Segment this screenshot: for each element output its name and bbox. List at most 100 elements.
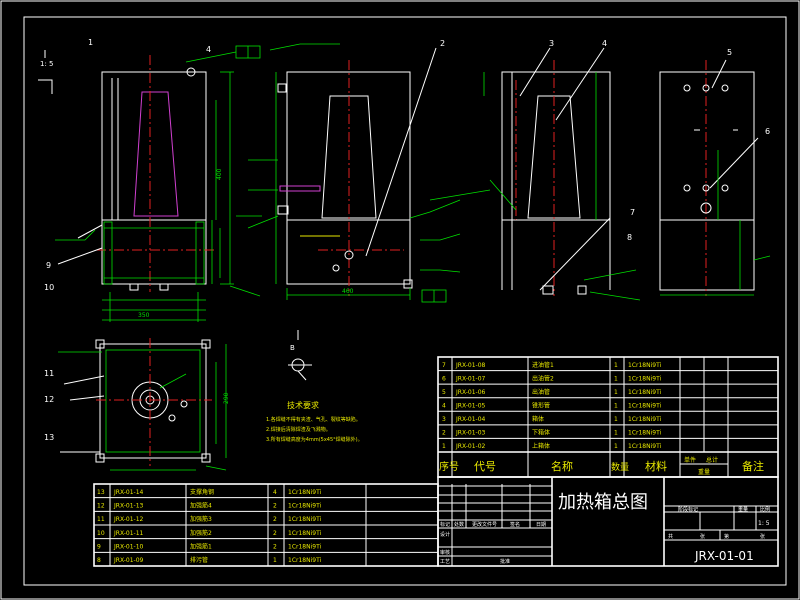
part-material: 1Cr18Ni9Ti (288, 544, 322, 551)
callout-4: 4 (602, 39, 607, 48)
part-no: 6 (442, 375, 446, 382)
part-code: JRX-01-12 (113, 516, 144, 523)
part-no: 8 (97, 557, 101, 564)
callout-8: 8 (627, 233, 632, 242)
part-no: 2 (442, 430, 446, 437)
part-no: 12 (97, 503, 105, 510)
callout-6: 6 (765, 127, 770, 136)
parts-list-upper (437, 356, 779, 478)
part-code: JRX-01-14 (113, 489, 144, 496)
tb-design: 设计 (440, 531, 450, 538)
part-material: 1Cr18Ni9Ti (628, 443, 662, 450)
callout-3: 3 (549, 39, 554, 48)
dim-front-height: 400 (216, 168, 223, 180)
part-material: 1Cr18Ni9Ti (288, 489, 322, 496)
hdr-name: 名称 (551, 459, 573, 473)
drawing-number: JRX-01-01 (694, 549, 754, 563)
part-name: 进油管1 (532, 361, 554, 369)
callout-2: 2 (440, 39, 445, 48)
tb-change: 更改文件号 (472, 521, 497, 528)
callout-numbers: 1 2 3 4 4 5 6 7 8 9 10 11 12 13 (44, 38, 770, 442)
side-section-view: 460 (247, 47, 461, 303)
part-material: 1Cr18Ni9Ti (628, 375, 662, 382)
scale-value: 1: 5 (758, 520, 770, 527)
part-qty: 4 (273, 489, 277, 496)
hdr-qty: 数量 (611, 461, 629, 473)
technical-notes: 技术要求 1.各焊缝不得有夹渣、气孔、裂纹等缺陷。 2.焊接后清除焊渣及飞溅物。… (266, 400, 363, 443)
detail-view-b: B (288, 330, 312, 381)
part-name: 上箱体 (532, 442, 550, 450)
part-qty: 1 (614, 443, 618, 450)
part-no: 13 (97, 489, 105, 496)
tech-note-1: 1.各焊缝不得有夹渣、气孔、裂纹等缺陷。 (266, 416, 361, 423)
part-qty: 2 (273, 530, 277, 537)
tb-process: 工艺 (440, 559, 450, 565)
part-no: 10 (97, 530, 105, 537)
scale-mark: 1: 5 (38, 50, 54, 94)
part-code: JRX-01-09 (113, 557, 144, 564)
cone-tube-side (321, 95, 377, 219)
dim-side-width: 460 (342, 288, 354, 295)
part-qty: 1 (614, 416, 618, 423)
part-code: JRX-01-05 (455, 402, 486, 409)
part-name: 下箱体 (532, 429, 550, 437)
callout-13: 13 (44, 433, 54, 442)
sheet-no-label: 第 (724, 533, 729, 540)
cone-tube-front (133, 91, 179, 217)
cone-tube-inner (527, 95, 581, 219)
part-name: 加强筋4 (190, 502, 212, 510)
part-qty: 2 (273, 516, 277, 523)
hdr-total: 总计 (706, 456, 718, 464)
part-code: JRX-01-03 (455, 430, 486, 437)
part-material: 1Cr18Ni9Ti (628, 362, 662, 369)
part-no: 9 (97, 544, 101, 551)
hdr-remark: 备注 (742, 459, 764, 473)
part-name: 加强筋3 (190, 515, 212, 523)
part-qty: 1 (273, 557, 277, 564)
part-qty: 1 (614, 389, 618, 396)
callout-9: 9 (46, 261, 51, 270)
tb-count: 处数 (454, 521, 464, 528)
dim-front-width: 350 (138, 312, 150, 319)
scale-label: 比例 (760, 506, 770, 513)
sheet-total-label: 共 (668, 533, 673, 540)
scale-mark-text: 1: 5 (40, 60, 54, 68)
hdr-no: 序号 (439, 460, 459, 473)
part-code: JRX-01-06 (455, 389, 486, 396)
view-b-label: B (290, 344, 295, 352)
part-material: 1Cr18Ni9Ti (628, 430, 662, 437)
top-view: 290 (58, 338, 230, 471)
part-code: JRX-01-11 (113, 530, 144, 537)
part-qty: 2 (273, 503, 277, 510)
part-qty: 1 (614, 402, 618, 409)
part-name: 箱体 (532, 415, 544, 423)
part-code: JRX-01-10 (113, 544, 144, 551)
title-block: 加热箱总图 JRX-01-01 1: 5 阶段标记 重量 比例 共 张 第 张 … (437, 476, 779, 567)
part-name: 加强筋1 (190, 543, 212, 551)
part-material: 1Cr18Ni9Ti (628, 416, 662, 423)
dim-top-depth: 290 (223, 392, 230, 404)
parts-list-upper-header: 序号 代号 名称 数量 材料 单件 总计 重量 备注 (439, 456, 764, 476)
hdr-code: 代号 (474, 460, 496, 473)
hdr-unit: 单件 (684, 456, 696, 464)
part-no: 3 (442, 416, 446, 423)
tech-note-3: 3.所有焊缝高度为4mm(5x45°焊缝除外)。 (266, 436, 363, 443)
inner-view (429, 47, 641, 301)
part-code: JRX-01-13 (113, 503, 144, 510)
part-material: 1Cr18Ni9Ti (628, 402, 662, 409)
part-code: JRX-01-02 (455, 443, 486, 450)
tb-approve: 批准 (500, 558, 510, 565)
part-no: 5 (442, 389, 446, 396)
hdr-material: 材料 (645, 459, 667, 473)
stage-label: 阶段标记 (678, 506, 698, 513)
callout-1: 1 (88, 38, 93, 47)
part-name: 锥形管 (532, 401, 550, 409)
part-name: 出油管 (532, 388, 550, 396)
part-code: JRX-01-07 (455, 375, 486, 382)
callout-4b: 4 (206, 45, 211, 54)
part-no: 7 (442, 362, 446, 369)
